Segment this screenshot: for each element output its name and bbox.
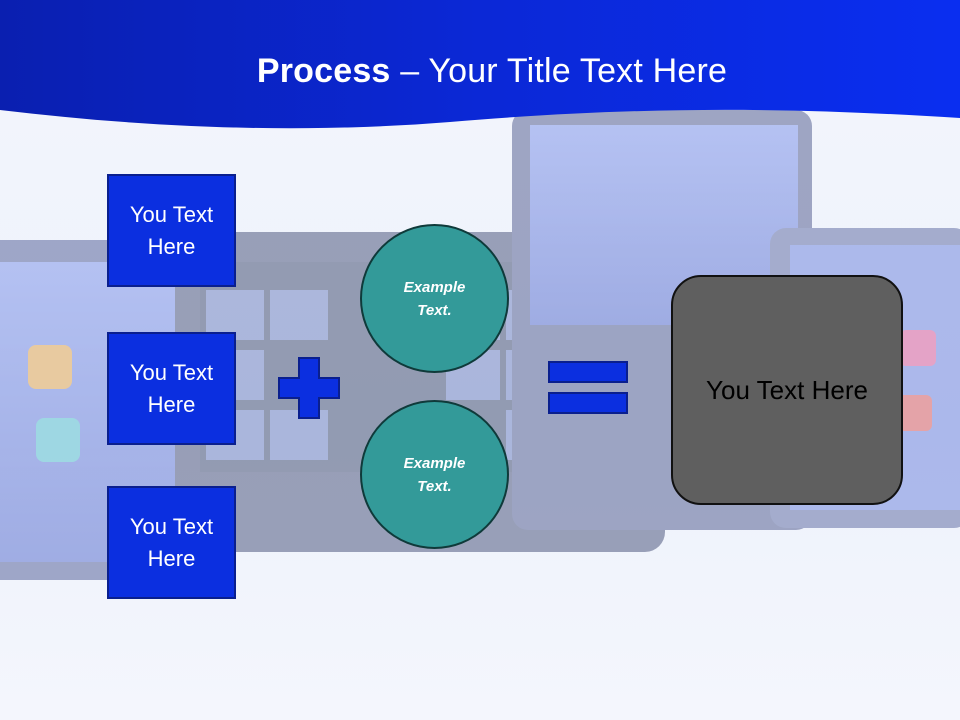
title-bold: Process xyxy=(256,52,391,90)
title-rest: – Your Title Text Here xyxy=(390,52,728,90)
left-text-box-3[interactable]: You Text Here xyxy=(107,486,236,599)
example-circle-2[interactable]: Example Text. xyxy=(360,400,509,549)
header-banner xyxy=(0,0,960,129)
result-box[interactable]: You Text Here xyxy=(671,275,903,505)
example-circle-1-label: Example Text. xyxy=(403,278,466,319)
left-text-box-2-label: You Text Here xyxy=(129,359,214,417)
left-text-box-2[interactable]: You Text Here xyxy=(107,332,236,445)
left-text-box-1[interactable]: You Text Here xyxy=(107,174,236,287)
example-circle-2-label: Example Text. xyxy=(403,454,466,495)
result-box-label: You Text Here xyxy=(706,374,868,405)
slide-title: Process – Your Title Text Here xyxy=(0,52,960,91)
example-circle-1[interactable]: Example Text. xyxy=(360,224,509,373)
left-text-box-3-label: You Text Here xyxy=(129,513,214,571)
left-text-box-1-label: You Text Here xyxy=(129,201,214,259)
equals-icon xyxy=(548,361,628,414)
plus-icon xyxy=(278,357,340,419)
